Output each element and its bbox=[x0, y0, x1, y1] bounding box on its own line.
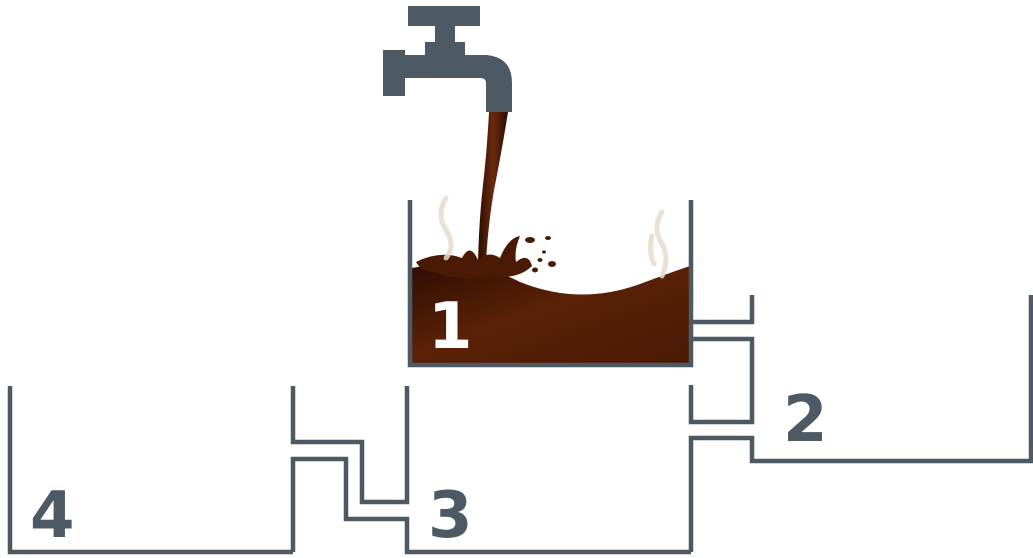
container-3-left-wall bbox=[293, 386, 407, 502]
pipe-3-to-4 bbox=[293, 459, 691, 552]
pipe-1-to-2 bbox=[691, 295, 752, 322]
tap-icon bbox=[383, 6, 512, 112]
pouring-stream bbox=[478, 112, 508, 262]
container-3-label: 3 bbox=[428, 479, 473, 553]
container-2-label: 2 bbox=[783, 383, 828, 457]
pipe-1-to-2-inner bbox=[691, 339, 752, 422]
container-1-label: 1 bbox=[428, 290, 473, 364]
container-4-label: 4 bbox=[30, 479, 75, 553]
